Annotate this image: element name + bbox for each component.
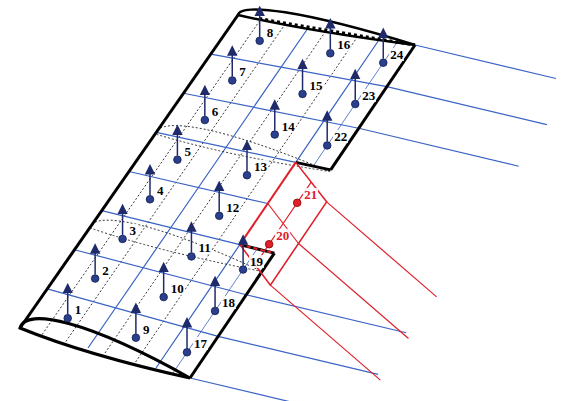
control-point [239, 266, 247, 274]
normal-arrow [218, 186, 220, 212]
flap-wake-line [327, 202, 437, 297]
wake-line [190, 378, 350, 401]
control-point [323, 142, 331, 150]
control-point [327, 50, 335, 58]
control-point [160, 293, 168, 301]
callout-number: 18 [221, 296, 236, 309]
callout-number: 8 [266, 26, 275, 39]
callout-number: 16 [336, 38, 351, 51]
control-point [183, 349, 191, 357]
control-point [228, 77, 236, 85]
normal-arrow [67, 288, 69, 314]
panel-grid-line [88, 27, 309, 348]
wake-line [359, 128, 519, 166]
control-point [188, 253, 196, 261]
strip-line [75, 250, 247, 295]
wake-line [246, 295, 406, 333]
callout-number: 5 [183, 145, 192, 158]
callout-number: 15 [309, 79, 324, 92]
callout-number: 10 [170, 282, 185, 295]
callout-number: 4 [156, 184, 165, 197]
normal-arrow [246, 145, 248, 171]
normal-arrow [122, 209, 124, 235]
callout-number: 9 [142, 323, 151, 336]
normal-arrow [177, 130, 179, 156]
trailing-edge [190, 253, 274, 378]
control-point [271, 131, 279, 139]
callout-number: 13 [253, 160, 268, 173]
normal-arrow [94, 249, 96, 275]
control-point [256, 37, 264, 45]
control-point [174, 156, 182, 164]
normal-arrow [135, 308, 137, 334]
callout-number: 20 [275, 229, 290, 242]
section-outline [90, 220, 262, 271]
normal-arrow [330, 23, 332, 49]
panel-subdivision [105, 30, 327, 353]
callout-number: 21 [303, 188, 318, 201]
normal-arrow [326, 115, 328, 141]
flap-outline [240, 162, 327, 285]
normal-arrow [204, 90, 206, 116]
callout-number: 23 [361, 89, 376, 102]
panel-grid-line [156, 245, 240, 368]
callout-number: 19 [249, 255, 264, 268]
control-point [91, 275, 99, 283]
normal-arrow [274, 105, 276, 131]
control-point [211, 307, 219, 315]
callout-number: 17 [193, 337, 208, 350]
callout-number: 2 [101, 264, 110, 277]
normal-arrow [242, 240, 244, 266]
normal-arrow [214, 281, 216, 307]
control-point [64, 314, 72, 322]
wake-line [387, 87, 547, 125]
normal-arrow [191, 226, 193, 252]
control-point [299, 90, 307, 98]
strip-line [184, 93, 359, 128]
normal-arrow [302, 64, 304, 90]
leading-edge [20, 15, 238, 328]
control-point [119, 235, 127, 243]
control-point [293, 199, 301, 207]
callout-number: 1 [74, 303, 83, 316]
control-point [132, 334, 140, 342]
panel-grid-line [313, 42, 397, 166]
panel-grid-line [296, 39, 380, 162]
panel-grid-line [173, 249, 257, 373]
trailing-edge [331, 45, 415, 170]
normal-arrow [259, 11, 261, 37]
control-point [201, 116, 209, 124]
callout-number: 11 [197, 241, 211, 254]
strip-line [211, 54, 387, 87]
control-point [351, 100, 359, 108]
normal-arrow [149, 169, 151, 195]
control-point [215, 212, 223, 220]
callout-number: 12 [225, 201, 240, 214]
callout-number: 7 [238, 65, 247, 78]
callout-number: 14 [281, 120, 296, 133]
callout-number: 6 [211, 105, 220, 118]
root-airfoil [20, 319, 190, 378]
normal-arrow [232, 50, 234, 76]
panel-subdivision [66, 23, 286, 341]
control-point [146, 196, 154, 204]
control-point [265, 240, 273, 248]
wake-line [218, 336, 378, 374]
control-point [379, 59, 387, 67]
normal-arrow [383, 33, 385, 59]
wake-line [415, 45, 556, 78]
callout-number: 3 [129, 224, 138, 237]
strip-line [47, 289, 218, 337]
control-point [243, 171, 251, 179]
normal-arrow [186, 322, 188, 348]
callout-number: 22 [333, 130, 348, 143]
normal-arrow [354, 74, 356, 100]
tip-airfoil [238, 9, 415, 45]
normal-arrow [163, 267, 165, 293]
callout-number: 24 [389, 48, 404, 61]
